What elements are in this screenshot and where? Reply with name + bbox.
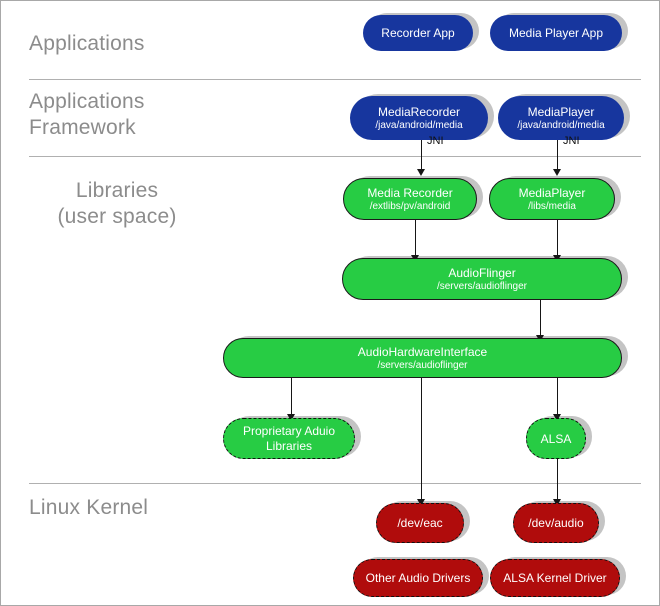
node-dev-audio[interactable]: /dev/audio (513, 503, 599, 543)
connector-mediaplayer-lib-to-audioflinger (557, 218, 558, 258)
connector-audioflinger-to-ahi (540, 298, 541, 338)
node-media-player-app[interactable]: Media Player App (490, 15, 622, 51)
node-proprietary-audio-libraries-title: Proprietary Aduio (242, 423, 336, 438)
connector-media-recorder-to-audioflinger (415, 218, 416, 258)
node-mediaplayer-lib[interactable]: MediaPlayer /libs/media (489, 178, 615, 220)
layer-label-libraries: Libraries (user space) (57, 179, 177, 228)
divider-framework (29, 156, 641, 157)
node-recorder-app[interactable]: Recorder App (363, 15, 473, 51)
divider-applications (29, 79, 641, 80)
arrowhead-ahi-to-alsa (553, 414, 561, 421)
connector-ahi-to-proprietary (291, 376, 292, 417)
connector-ahi-to-alsa (557, 376, 558, 417)
node-alsa-kernel-driver[interactable]: ALSA Kernel Driver (490, 559, 620, 597)
node-audiohardwareinterface[interactable]: AudioHardwareInterface /servers/audiofli… (223, 338, 622, 378)
node-mediaplayer-framework-path: /java/android/media (517, 119, 605, 131)
node-media-player-app-title: Media Player App (508, 26, 604, 40)
node-media-recorder-lib[interactable]: Media Recorder /extlibs/pv/android (343, 178, 477, 220)
node-mediarecorder-framework-title: MediaRecorder (377, 104, 461, 119)
layer-label-applications-framework: Applications Framework (29, 90, 145, 139)
node-other-audio-drivers-title: Other Audio Drivers (365, 571, 471, 585)
divider-linux-kernel (29, 483, 641, 484)
node-dev-eac-title: /dev/eac (397, 516, 443, 530)
node-mediaplayer-lib-title: MediaPlayer (518, 185, 586, 200)
node-alsa-kernel-driver-title: ALSA Kernel Driver (503, 571, 607, 585)
arrowhead-mediarecorder-to-lib (417, 169, 425, 176)
edge-label-jni-right: JNI (563, 135, 580, 147)
node-dev-audio-title: /dev/audio (528, 516, 584, 530)
node-audiohardwareinterface-title: AudioHardwareInterface (357, 344, 488, 359)
node-audioflinger[interactable]: AudioFlinger /servers/audioflinger (342, 258, 622, 300)
node-proprietary-audio-libraries-subtitle: Libraries (265, 438, 313, 453)
node-mediarecorder-framework[interactable]: MediaRecorder /java/android/media (350, 96, 488, 140)
connector-alsa-to-dev-audio (557, 457, 558, 502)
edge-label-jni-left: JNI (427, 135, 444, 147)
arrowhead-mediaplayer-to-lib (553, 169, 561, 176)
node-proprietary-audio-libraries[interactable]: Proprietary Aduio Libraries (223, 418, 355, 459)
node-audiohardwareinterface-path: /servers/audioflinger (377, 359, 468, 371)
connector-mediarecorder-to-lib (421, 138, 422, 172)
node-mediaplayer-framework-title: MediaPlayer (527, 104, 595, 119)
layer-label-applications: Applications (29, 32, 145, 55)
node-mediaplayer-framework[interactable]: MediaPlayer /java/android/media (498, 96, 624, 140)
connector-mediaplayer-to-lib (557, 138, 558, 172)
node-media-recorder-lib-title: Media Recorder (367, 185, 453, 200)
node-other-audio-drivers[interactable]: Other Audio Drivers (353, 559, 483, 597)
node-alsa-title: ALSA (540, 431, 572, 446)
arrowhead-ahi-to-dev-eac (417, 499, 425, 506)
node-media-recorder-lib-path: /extlibs/pv/android (369, 200, 451, 212)
node-dev-eac[interactable]: /dev/eac (376, 503, 464, 543)
node-audioflinger-path: /servers/audioflinger (436, 280, 528, 292)
arrowhead-alsa-to-dev-audio (553, 499, 561, 506)
node-mediarecorder-framework-path: /java/android/media (375, 119, 463, 131)
connector-ahi-to-dev-eac (421, 376, 422, 502)
node-alsa[interactable]: ALSA (526, 418, 586, 459)
arrowhead-ahi-to-proprietary (287, 414, 295, 421)
layer-label-linux-kernel: Linux Kernel (29, 496, 149, 519)
node-recorder-app-title: Recorder App (381, 26, 455, 40)
node-mediaplayer-lib-path: /libs/media (528, 200, 576, 212)
node-audioflinger-title: AudioFlinger (448, 265, 516, 280)
